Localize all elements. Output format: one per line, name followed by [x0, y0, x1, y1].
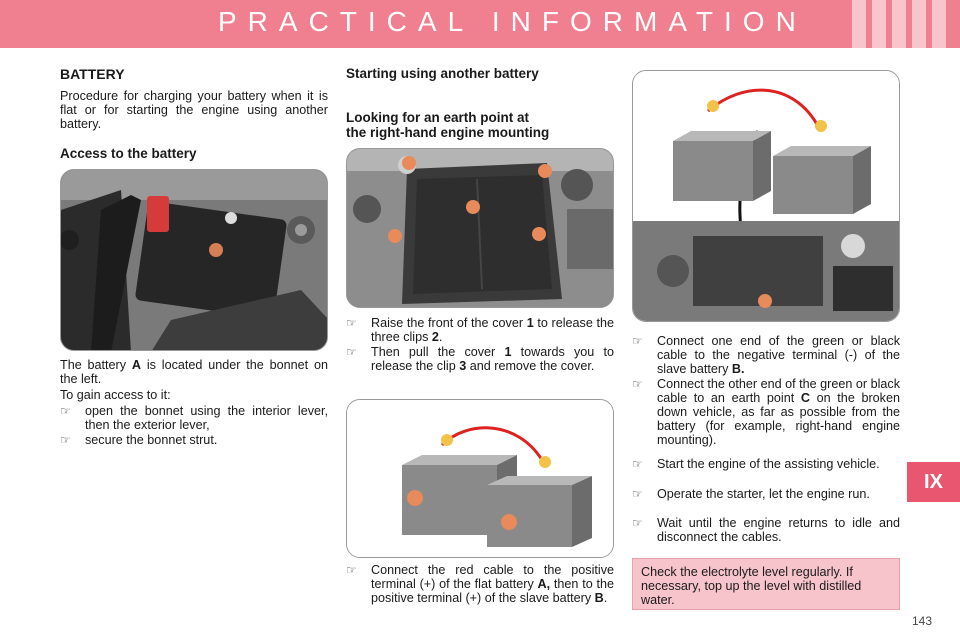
start-engine-step: ☞ Start the engine of the assisting vehic…: [632, 457, 900, 471]
header-stripes: [852, 0, 946, 48]
step-text: to release the three clips: [371, 316, 614, 344]
connect-other-step: ☞ Connect the other end of the green or b…: [632, 377, 900, 447]
header-stripe: [912, 0, 926, 48]
wait-idle-step: ☞ Wait until the engine returns to idle a…: [632, 516, 900, 544]
jump-start-illustration: [632, 70, 900, 322]
step-ref: 1: [504, 345, 512, 359]
page-title: PRACTICAL INFORMATION: [218, 6, 807, 37]
connect-green-step: ☞ Connect one end of the green or black c…: [632, 334, 900, 376]
location-text-part: is located under the bonnet on the left.: [60, 358, 328, 386]
access-step: ☞ secure the bonnet strut.: [60, 433, 328, 447]
pointing-hand-icon: ☞: [632, 516, 643, 530]
header-stripe: [872, 0, 886, 48]
pointing-hand-icon: ☞: [632, 487, 643, 501]
battery-letter: A: [131, 358, 141, 372]
step-ref: 1: [526, 316, 534, 330]
header-stripe: [852, 0, 866, 48]
step-text: Connect the other end of the green or bl…: [657, 377, 900, 405]
step-ref: 2: [431, 330, 439, 344]
pointing-hand-icon: ☞: [60, 433, 71, 447]
header-stripe: [892, 0, 906, 48]
section-tab[interactable]: IX: [907, 462, 960, 502]
access-step: ☞ open the bonnet using the interior leve…: [60, 404, 328, 432]
access-step-text: open the bonnet using the interior lever…: [85, 404, 328, 432]
battery-heading: BATTERY: [60, 66, 125, 82]
pointing-hand-icon: ☞: [346, 563, 357, 577]
step-ref: 3: [459, 359, 467, 373]
battery-location-text: The battery A is located under the bonne…: [60, 358, 328, 386]
step-text: towards you to release the clip: [371, 345, 614, 373]
step-text: Operate the starter, let the engine run.: [657, 487, 870, 501]
pointing-hand-icon: ☞: [632, 377, 643, 391]
location-text-part: The battery: [60, 358, 132, 372]
raise-cover-step: ☞ Raise the front of the cover 1 to relea…: [346, 316, 614, 344]
red-cable-illustration: [346, 399, 614, 558]
step-text: Then pull the cover: [371, 345, 505, 359]
pointing-hand-icon: ☞: [346, 316, 357, 330]
battery-intro: Procedure for charging your battery when…: [60, 89, 328, 131]
pointing-hand-icon: ☞: [60, 404, 71, 418]
step-text: Connect one end of the green or black ca…: [657, 334, 900, 376]
red-cable-step: ☞ Connect the red cable to the positive t…: [346, 563, 614, 605]
pointing-hand-icon: ☞: [346, 345, 357, 359]
page-header: PRACTICAL INFORMATION: [0, 0, 960, 48]
engine-cover-photo: [346, 148, 614, 308]
header-stripe: [932, 0, 946, 48]
electrolyte-note: Check the electrolyte level regularly. I…: [632, 558, 900, 610]
step-text: on the broken down vehicle, as far as po…: [657, 391, 900, 447]
step-ref: A,: [537, 577, 551, 591]
step-ref: B: [594, 591, 604, 605]
pointing-hand-icon: ☞: [632, 334, 643, 348]
gain-access-text: To gain access to it:: [60, 388, 171, 402]
step-text: Wait until the engine returns to idle an…: [657, 516, 900, 544]
step-text: Raise the front of the cover: [371, 316, 527, 330]
step-text: Connect the red cable to the positive te…: [371, 563, 614, 591]
operate-starter-step: ☞ Operate the starter, let the engine run…: [632, 487, 900, 501]
step-text: .: [603, 591, 608, 605]
battery-location-photo: [60, 169, 328, 351]
step-text: and remove the cover.: [466, 359, 595, 373]
access-step-text: secure the bonnet strut.: [85, 433, 218, 447]
step-text: Start the engine of the assisting vehicl…: [657, 457, 880, 471]
page-number: 143: [912, 614, 933, 628]
earth-heading-line2: the right-hand engine mounting: [346, 125, 550, 140]
step-text: then to the positive terminal (+) of the…: [371, 577, 614, 605]
pull-cover-step: ☞ Then pull the cover 1 towards you to re…: [346, 345, 614, 373]
step-ref: B.: [731, 362, 745, 376]
earth-heading-line1: Looking for an earth point at: [346, 110, 529, 125]
pointing-hand-icon: ☞: [632, 457, 643, 471]
access-heading: Access to the battery: [60, 146, 197, 161]
step-ref: C: [800, 391, 810, 405]
starting-heading: Starting using another battery: [346, 66, 539, 81]
step-text: .: [438, 330, 443, 344]
